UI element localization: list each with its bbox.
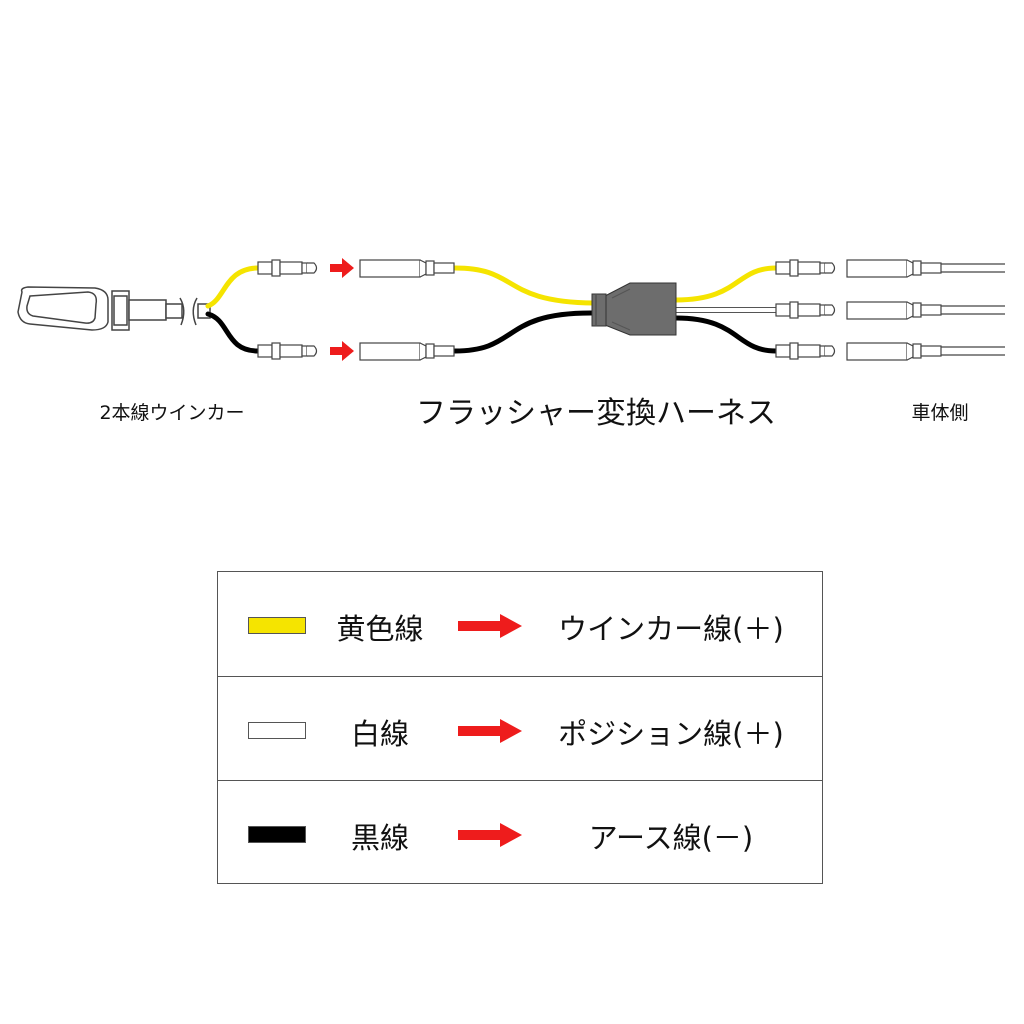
legend-row-white: 白線 ポジション線(＋): [218, 676, 822, 781]
female-connector: [846, 301, 1005, 320]
female-connector: [846, 342, 1005, 361]
male-connector: [775, 342, 836, 360]
legend-row-black: 黒線 アース線(－): [218, 780, 822, 885]
male-connector: [775, 259, 836, 277]
female-connector: [846, 259, 1005, 278]
wiring-diagram: [17, 258, 1005, 361]
diagram-title: フラッシャー変換ハーネス: [416, 396, 776, 431]
arrow-right-icon: [330, 341, 354, 361]
legend-table: 黄色線 ウインカー線(＋) 白線 ポジション線(＋) 黒線 アース線(－): [217, 571, 823, 884]
yellow-swatch: [248, 617, 306, 634]
legend-row-yellow: 黄色線 ウインカー線(＋): [218, 572, 822, 676]
wire-target: ポジション線(＋): [558, 717, 784, 751]
blinker-icon: [17, 286, 211, 331]
arrow-right-icon: [458, 823, 522, 847]
female-connector: [359, 259, 455, 278]
wire-name: 黄色線: [336, 612, 424, 646]
yellow-wire: [205, 265, 261, 309]
wire-target: アース線(－): [588, 821, 754, 855]
yellow-wire: [673, 265, 779, 303]
male-connector: [775, 301, 836, 319]
wire-name: 白線: [350, 717, 410, 751]
harness-junction: [591, 282, 677, 336]
black-wire: [673, 315, 779, 354]
arrow-right-icon: [330, 258, 354, 278]
vehicle-side-label: 車体側: [911, 402, 969, 424]
black-wire: [205, 311, 261, 354]
wire-target: ウインカー線(＋): [558, 612, 784, 646]
blinker-label: 2本線ウインカー: [99, 402, 245, 424]
female-connector: [359, 342, 455, 361]
male-connector: [257, 342, 318, 360]
white-swatch: [248, 722, 306, 739]
black-wire: [452, 310, 597, 354]
black-swatch: [248, 826, 306, 843]
arrow-right-icon: [458, 614, 522, 638]
male-connector: [257, 259, 318, 277]
arrow-right-icon: [458, 719, 522, 743]
yellow-wire: [452, 265, 597, 306]
wire-name: 黒線: [350, 821, 410, 855]
